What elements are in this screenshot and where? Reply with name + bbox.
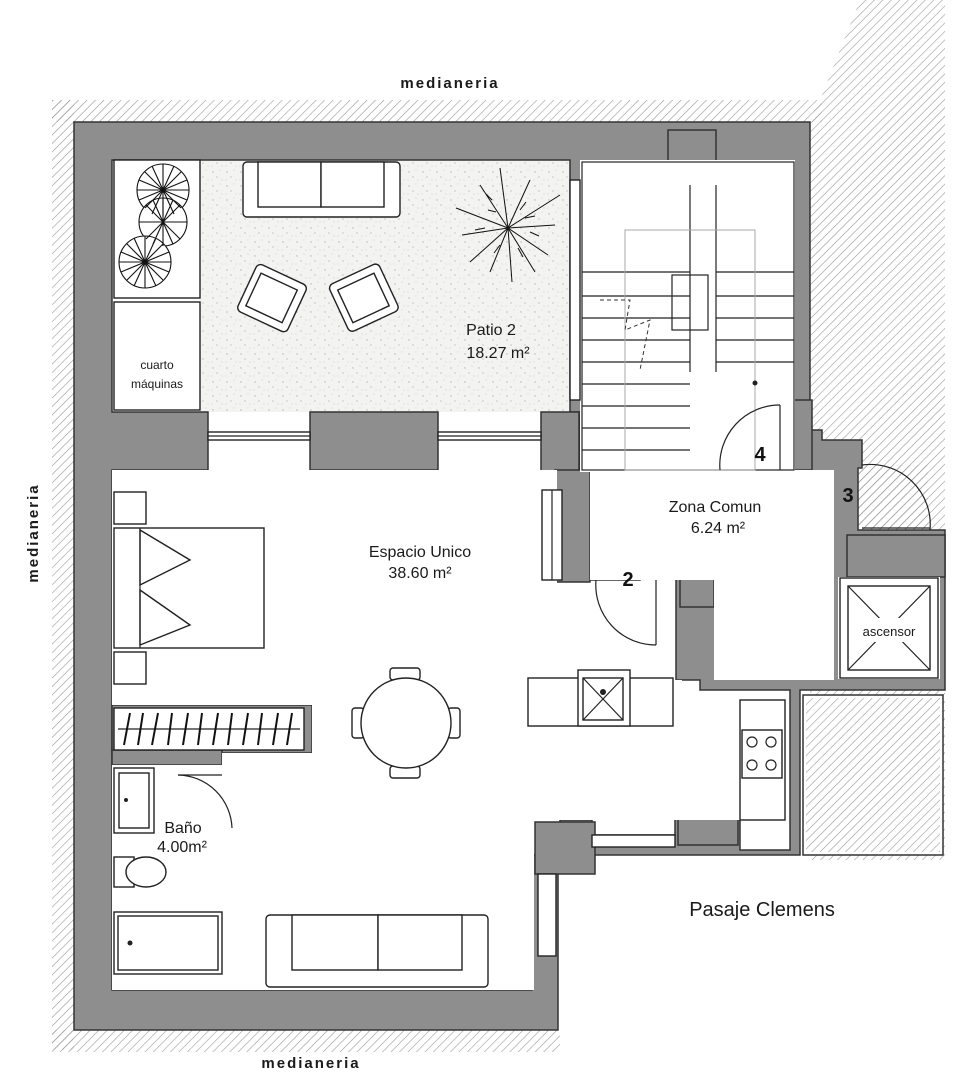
cuarto-label-1: cuarto xyxy=(140,358,174,372)
dining-table xyxy=(351,667,461,779)
patio-sofa xyxy=(242,161,401,218)
bathroom-fixtures xyxy=(113,767,223,975)
kitchen-counter xyxy=(527,669,786,821)
plant-icon xyxy=(118,163,190,289)
patio-area: 18.27 m² xyxy=(466,345,530,362)
patio-armchair xyxy=(237,263,399,333)
door-number-3: 3 xyxy=(842,485,853,507)
cuarto-label-2: máquinas xyxy=(131,377,183,391)
stairs xyxy=(581,161,795,471)
living-sofa xyxy=(265,914,489,988)
bano-name: Baño xyxy=(164,820,201,837)
ascensor-label: ascensor xyxy=(863,624,916,639)
medianeria-left-label: medianeria xyxy=(25,483,42,582)
pasaje-label: Pasaje Clemens xyxy=(689,899,835,921)
palm-icon xyxy=(455,167,561,283)
espacio-area: 38.60 m² xyxy=(388,565,452,582)
elevator-shaft xyxy=(839,577,939,679)
espacio-name: Espacio Unico xyxy=(369,544,471,561)
medianeria-top-label: medianeria xyxy=(400,75,499,92)
cuarto-maquinas-room xyxy=(113,301,201,411)
zona-area: 6.24 m² xyxy=(691,520,746,537)
medianeria-bottom-label: medianeria xyxy=(261,1055,360,1072)
zona-name: Zona Comun xyxy=(669,499,762,516)
bed xyxy=(113,491,265,685)
patio-name: Patio 2 xyxy=(466,322,516,339)
door-swings xyxy=(177,404,931,829)
door-number-2: 2 xyxy=(622,569,633,591)
door-number-4: 4 xyxy=(754,444,766,466)
patio-windows xyxy=(207,179,676,957)
wardrobe xyxy=(113,707,305,751)
bano-area: 4.00m² xyxy=(157,839,207,856)
